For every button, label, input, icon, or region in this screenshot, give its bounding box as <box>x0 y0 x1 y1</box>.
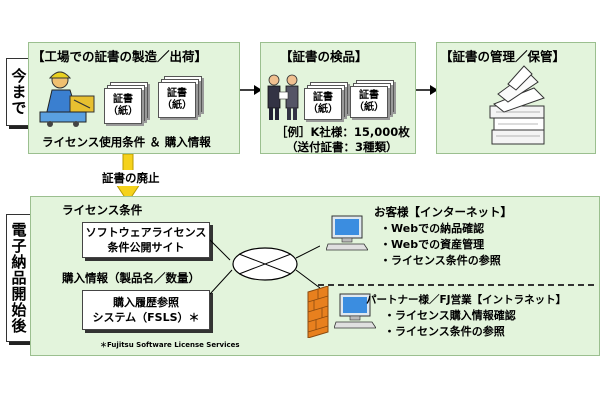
firewall-icon <box>307 286 329 338</box>
license-conditions-label: ライセンス条件 <box>62 203 143 217</box>
step-inspection-example: ［例］K社様：15,000枚 <box>276 125 410 139</box>
arrow-right-icon <box>240 85 262 95</box>
certificate-paper: 証書 （紙） <box>350 86 388 118</box>
document-pile-icon <box>489 65 545 145</box>
computer-icon <box>334 293 376 329</box>
purchase-info-label: 購入情報（製品名／数量） <box>62 271 200 285</box>
computer-icon <box>326 215 368 251</box>
factory-worker-icon <box>39 71 95 127</box>
fsls-system-box[interactable]: 購入履歴参照 システム（FSLS）＊ <box>82 290 210 330</box>
side-label-before: 今まで <box>6 58 32 126</box>
customer-item: ・Webでの納品確認 <box>380 222 485 235</box>
side-label-after: 電子納品開始後 <box>6 214 32 342</box>
step-inspection-note: （送付証書：3種類） <box>286 140 398 154</box>
arrow-right-icon <box>416 85 438 95</box>
partner-title: パートナー様／FJ営業【イントラネット】 <box>366 294 567 306</box>
network-hub-icon <box>210 239 320 295</box>
certificate-paper: 証書 （紙） <box>158 82 196 118</box>
inspectors-icon <box>267 74 299 120</box>
fsls-footnote: ＊Fujitsu Software License Services <box>100 341 240 349</box>
step-storage-title: 【証書の管理／保管】 <box>440 49 566 64</box>
license-site-box[interactable]: ソフトウェアライセンス 条件公開サイト <box>82 222 210 258</box>
certificate-paper: 証書 （紙） <box>104 88 142 124</box>
certificate-paper: 証書 （紙） <box>304 88 342 120</box>
customer-title: お客様【インターネット】 <box>374 205 512 219</box>
partner-item: ・ライセンス条件の参照 <box>384 325 505 338</box>
partner-item: ・ライセンス購入情報確認 <box>384 309 516 322</box>
paper-stack-1b: 証書 （紙） <box>158 76 202 122</box>
network-separator <box>318 284 594 286</box>
transition-label: 証書の廃止 <box>100 170 162 186</box>
customer-item: ・Webでの資産管理 <box>380 238 485 251</box>
step-manufacture-title: 【工場での証書の製造／出荷】 <box>32 49 208 64</box>
paper-stack-1a: 証書 （紙） <box>104 82 148 128</box>
step-manufacture-caption: ライセンス使用条件 ＆ 購入情報 <box>42 135 211 149</box>
paper-stack-2a: 証書 （紙） <box>304 82 348 128</box>
paper-stack-2b: 証書 （紙） <box>350 80 394 126</box>
customer-item: ・ライセンス条件の参照 <box>380 254 501 267</box>
step-inspection-title: 【証書の検品】 <box>280 49 368 64</box>
